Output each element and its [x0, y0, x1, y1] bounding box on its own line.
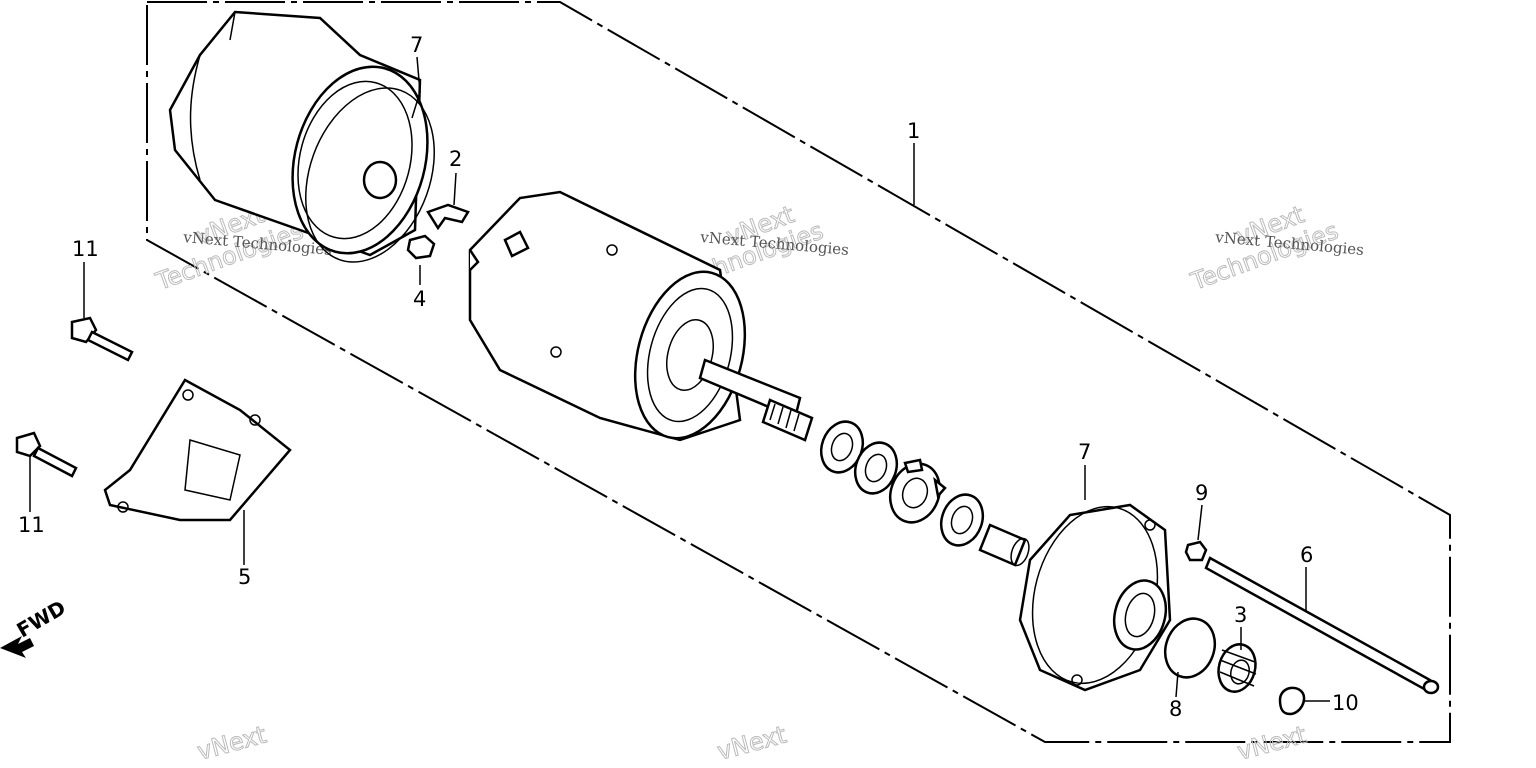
callout-1: 1	[907, 119, 920, 143]
leader-lines	[29, 56, 1330, 702]
svg-text:vNext: vNext	[1234, 721, 1309, 766]
callout-4: 4	[413, 287, 426, 311]
through-bolt	[1204, 556, 1440, 695]
callout-7-top: 7	[410, 33, 423, 57]
watermark-bottom: vNext vNext vNext	[194, 720, 1310, 766]
callout-9: 9	[1195, 481, 1208, 505]
thrust-washer-2	[853, 441, 899, 495]
assembly-outline	[146, 1, 1451, 743]
watermark-right: vNext Technologies vNext Technologies	[1186, 200, 1365, 297]
brush-clip	[426, 203, 470, 231]
fwd-label: FWD	[13, 595, 70, 642]
mounting-bracket	[103, 378, 292, 522]
bolt-lower	[15, 431, 78, 478]
bolt-upper	[70, 316, 134, 362]
rear-housing	[168, 10, 429, 257]
fwd-indicator: FWD	[0, 595, 70, 658]
callout-6: 6	[1300, 543, 1313, 567]
oil-seal	[939, 493, 985, 547]
callout-5: 5	[238, 565, 251, 589]
fwd-arrow-icon	[0, 636, 34, 658]
needle-bearing	[978, 523, 1030, 567]
small-nut	[406, 234, 436, 260]
callout-11-upper: 11	[72, 237, 99, 261]
snap-ring	[1278, 686, 1306, 716]
bolt-nut	[1184, 540, 1208, 562]
callout-10: 10	[1332, 691, 1359, 715]
svg-text:vNext: vNext	[194, 721, 269, 766]
callout-11-lower: 11	[18, 513, 45, 537]
drive-gear	[1217, 643, 1257, 693]
callout-8: 8	[1169, 697, 1182, 721]
o-ring-front	[1163, 617, 1217, 679]
lock-plate	[888, 458, 947, 524]
starter-motor-body	[468, 190, 747, 442]
svg-text:vNext: vNext	[714, 721, 789, 766]
callout-2: 2	[449, 147, 462, 171]
o-ring-top	[305, 87, 435, 263]
front-cover	[1018, 503, 1172, 692]
armature-shaft	[698, 358, 814, 442]
callout-3: 3	[1234, 603, 1247, 627]
callout-7-front: 7	[1078, 440, 1091, 464]
